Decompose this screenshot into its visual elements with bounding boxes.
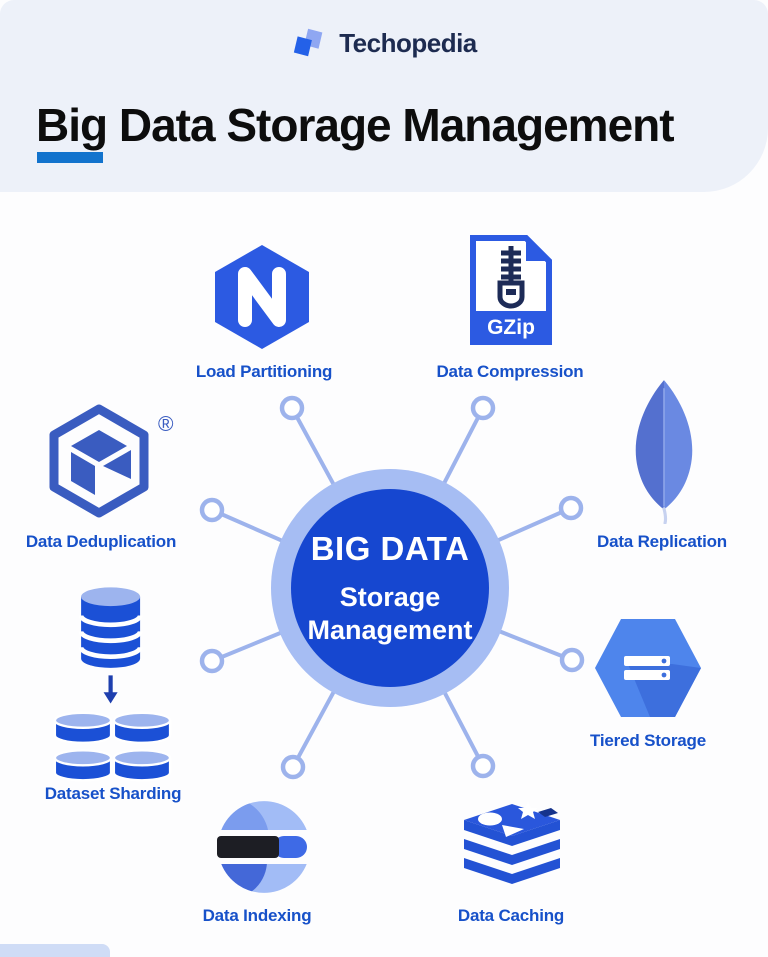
hub-line2: Storage xyxy=(339,581,441,612)
label-data-replication: Data Replication xyxy=(597,532,727,551)
page-title: Big Data Storage Management xyxy=(36,99,675,151)
footer-accent-bar xyxy=(0,944,110,957)
title-accent-bar xyxy=(37,152,103,163)
registered-mark: ® xyxy=(158,413,174,436)
hub-circle xyxy=(291,489,489,687)
label-dataset-sharding: Dataset Sharding xyxy=(44,784,182,803)
mongodb-leaf-icon xyxy=(635,380,693,524)
zipper-icon xyxy=(497,246,525,309)
nginx-icon xyxy=(215,245,309,349)
database-sharding-icon xyxy=(53,587,172,782)
cloud-storage-icon xyxy=(595,619,701,717)
label-data-indexing: Data Indexing xyxy=(202,906,312,925)
elasticsearch-icon xyxy=(217,801,307,893)
cube-hexagon-icon: ® xyxy=(49,404,174,518)
label-data-compression: Data Compression xyxy=(436,362,584,381)
label-data-caching: Data Caching xyxy=(457,906,565,925)
header: Techopedia Big Data Storage Management xyxy=(0,0,768,192)
label-load-partitioning: Load Partitioning xyxy=(195,362,333,381)
hub-title: BIG DATA Storage Management xyxy=(270,469,510,707)
hub-line1: BIG DATA xyxy=(310,529,470,567)
hub-line3: Management xyxy=(307,614,473,645)
shard-cylinders xyxy=(53,711,172,782)
label-tiered-storage: Tiered Storage xyxy=(590,731,706,750)
spoke-endpoints xyxy=(199,395,585,780)
brand: Techopedia xyxy=(0,24,768,62)
brand-name: Techopedia xyxy=(339,27,477,58)
gzip-badge: GZip xyxy=(487,316,535,339)
gzip-file-icon: GZip xyxy=(470,235,552,345)
label-data-deduplication: Data Deduplication xyxy=(25,532,177,551)
techopedia-logo-icon xyxy=(294,28,323,57)
redis-icon xyxy=(464,802,560,884)
